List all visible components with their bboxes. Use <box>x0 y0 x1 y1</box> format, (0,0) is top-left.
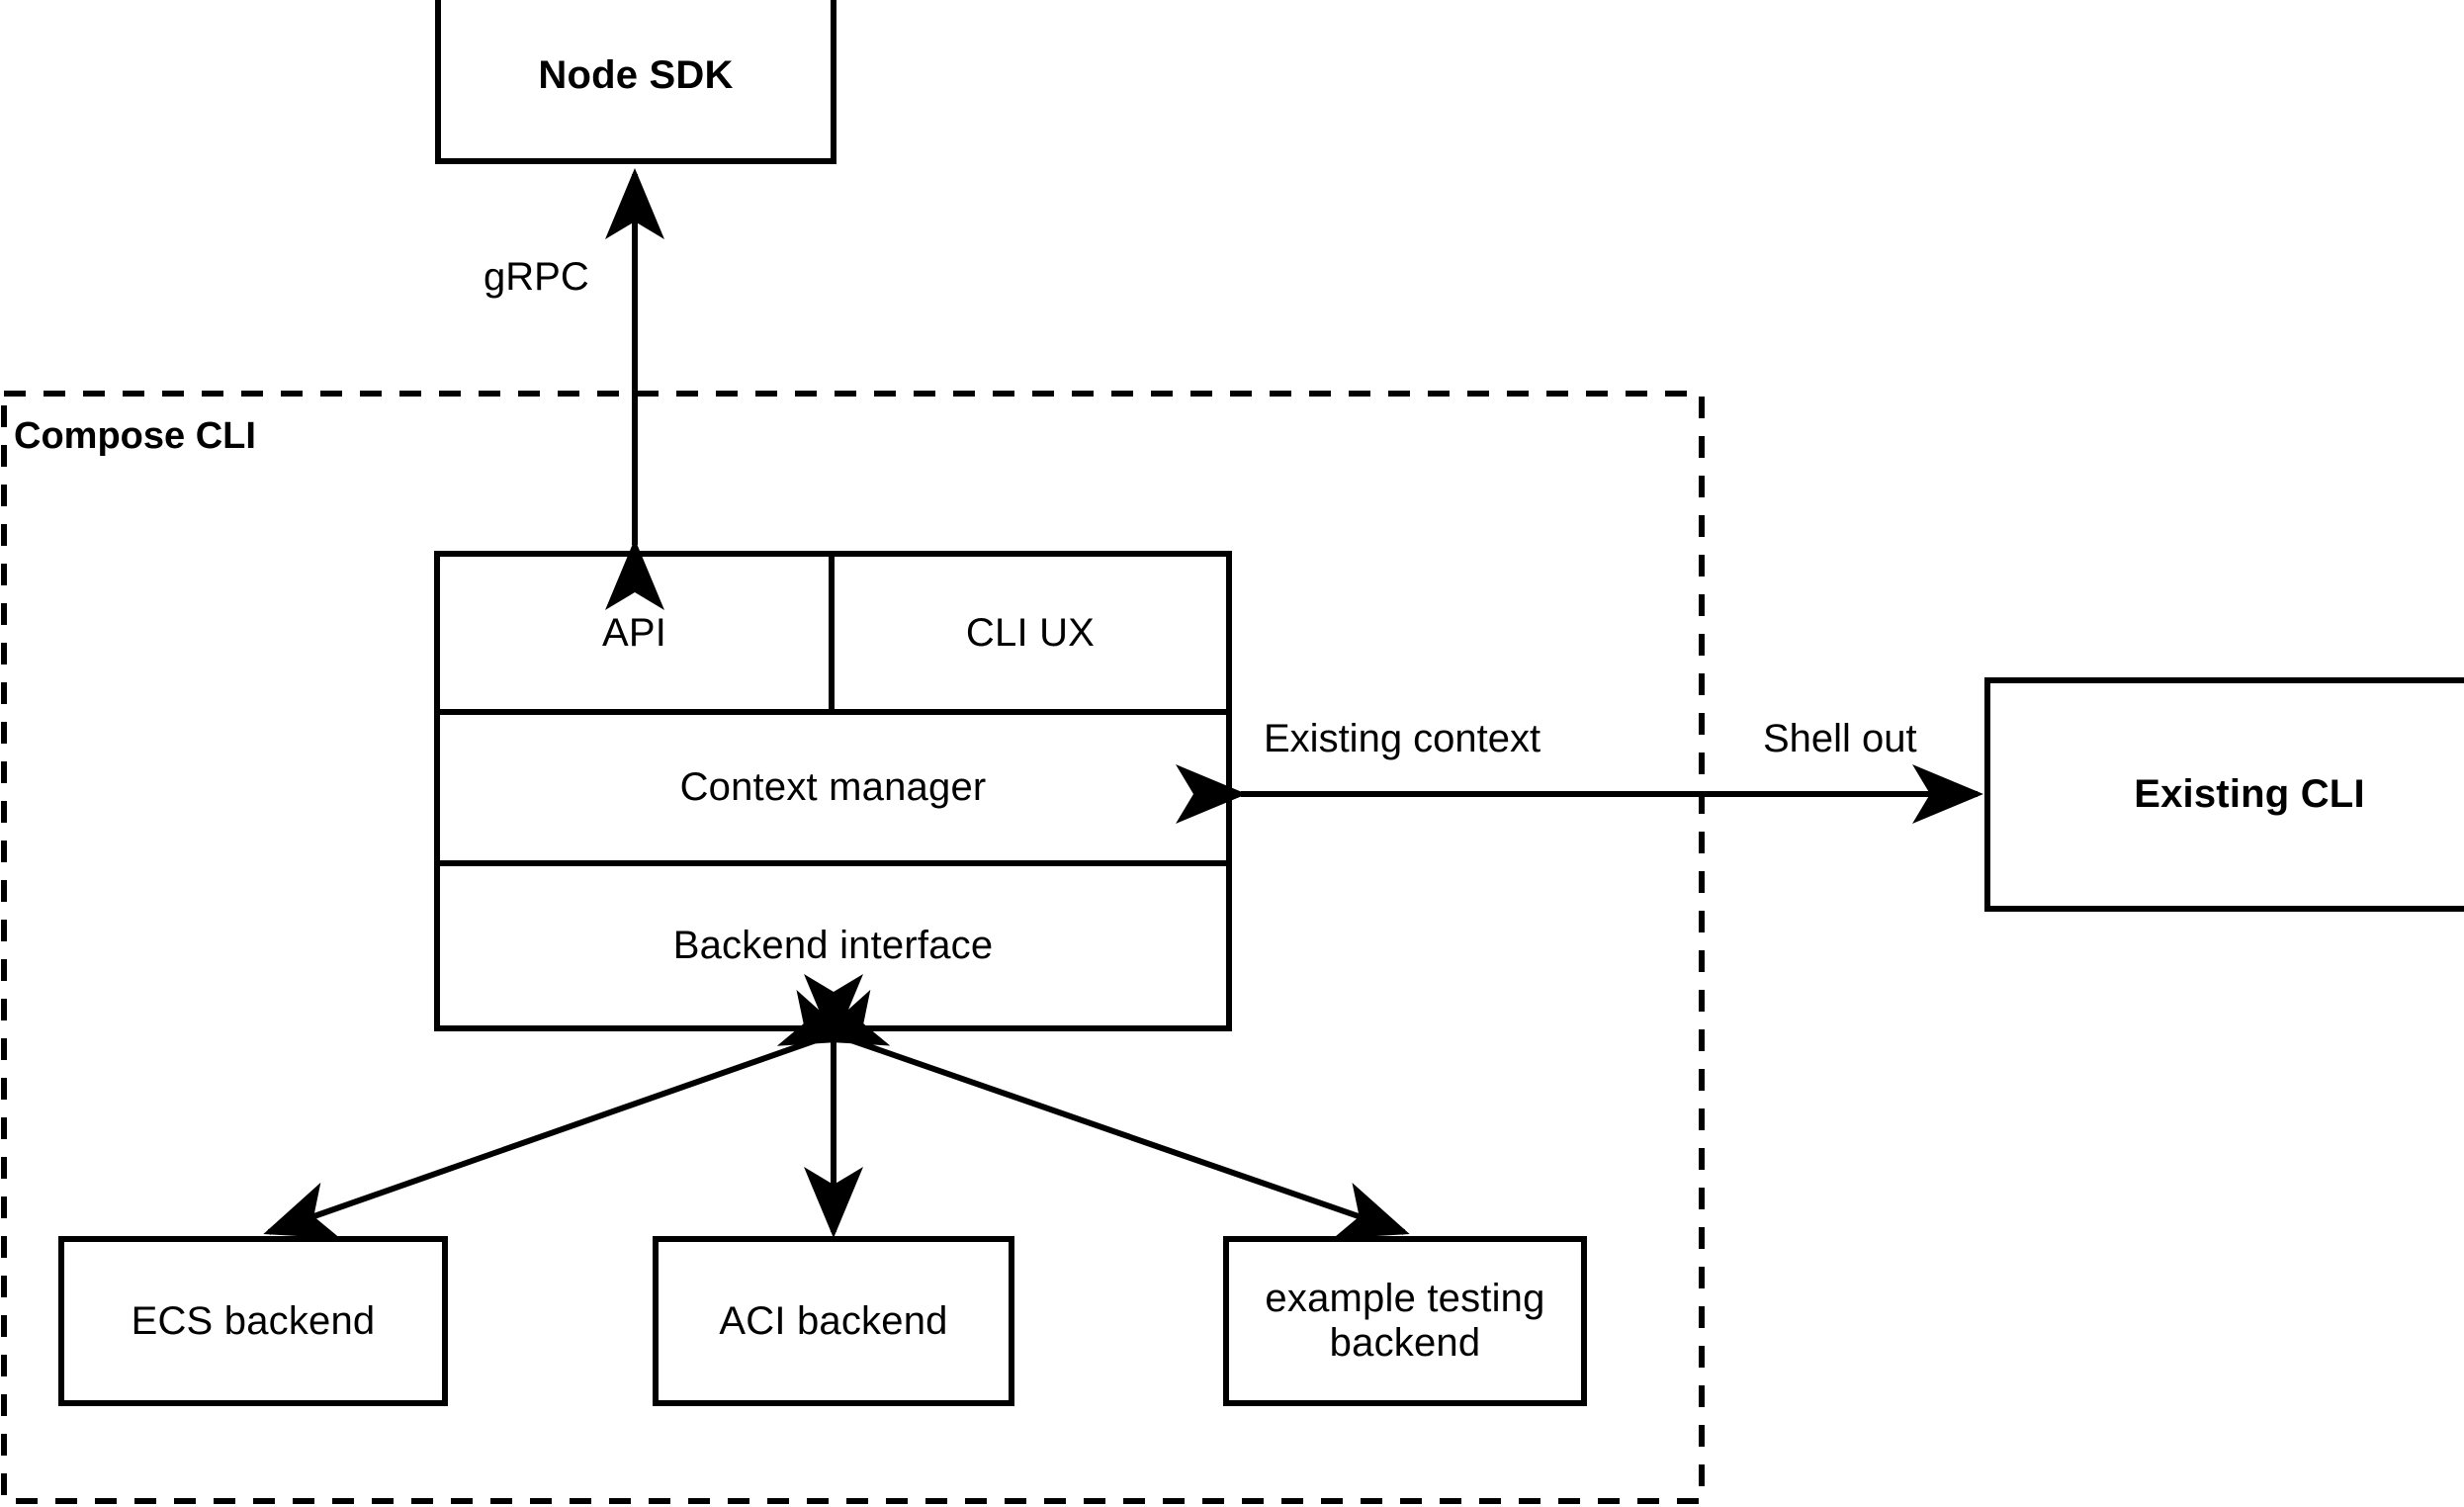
node-sdk-box <box>435 0 836 164</box>
aci-backend-box <box>653 1236 1014 1406</box>
example-testing-backend-box <box>1223 1236 1587 1406</box>
shell-out-edge-label: Shell out <box>1763 717 1917 760</box>
backend-to-testing-arrow <box>776 990 1410 1239</box>
ecs-backend-box <box>58 1236 448 1406</box>
compose-cli-group-boundary <box>1 391 1705 1504</box>
grpc-edge-label: gRPC <box>484 255 589 299</box>
existing-cli-box <box>1984 677 2464 912</box>
backend-to-ecs-arrow <box>263 989 891 1239</box>
existing-context-edge-label: Existing context <box>1264 717 1541 760</box>
compose-cli-group-label: Compose CLI <box>14 415 256 457</box>
